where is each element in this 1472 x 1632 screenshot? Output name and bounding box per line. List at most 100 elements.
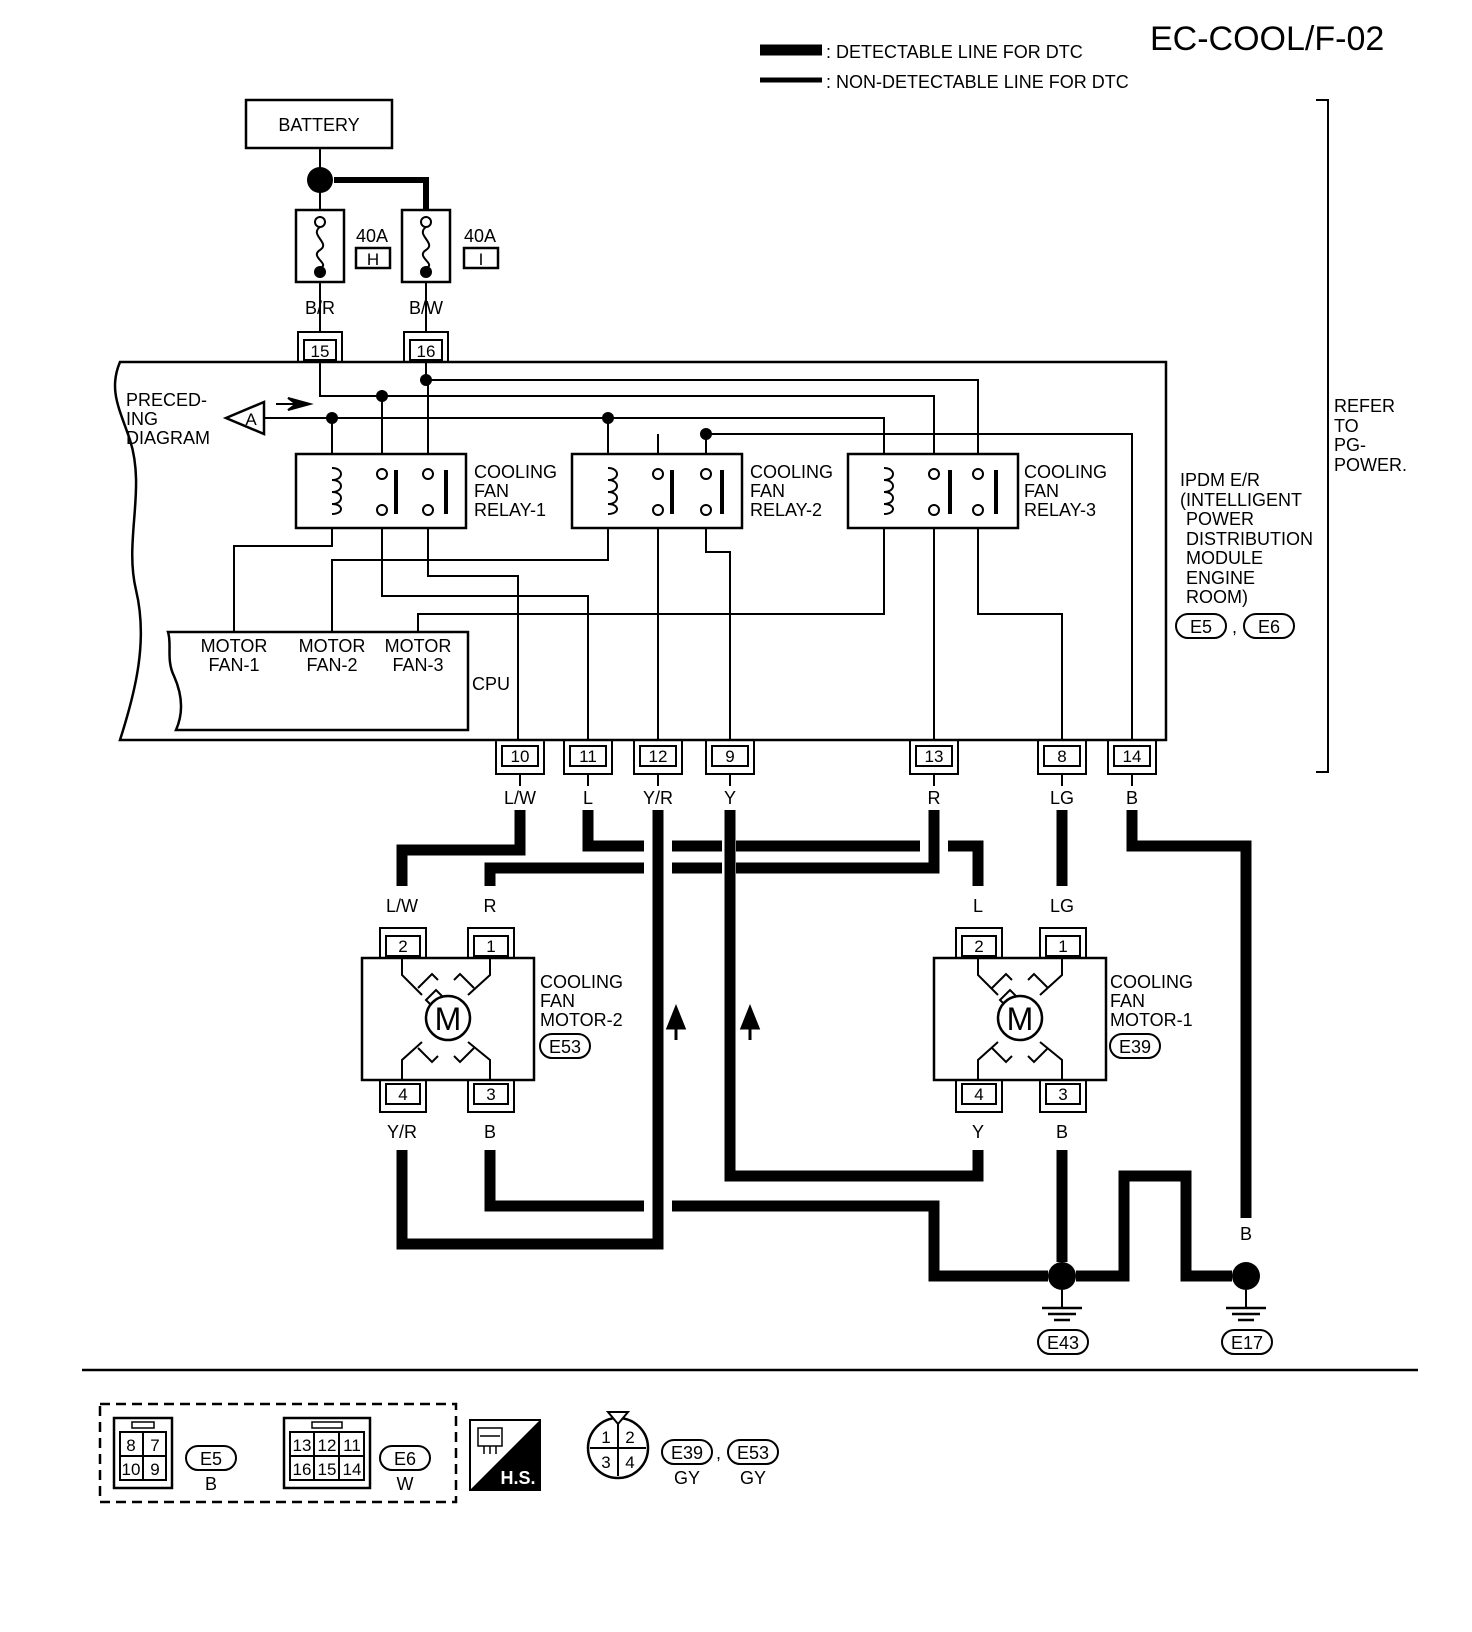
motor2-top-pin-shells [379,927,515,958]
motor2-symbol: M [435,1001,462,1037]
ground-wire-label: B [1056,1224,1068,1244]
terminal-13-num: 13 [925,747,944,766]
ipdm-connector-e5: E5 [1190,617,1212,637]
wire-label-t8: LG [1050,788,1074,808]
motor1-top-pin-shells [955,927,1087,958]
ground-wire-label: B [1240,1224,1252,1244]
fuse-i-amp: 40A [464,226,496,246]
motor2-fan-icon [401,958,491,1080]
ipdm-connector-sep: , [1232,617,1237,637]
relay-3-label-3: RELAY-3 [1024,500,1096,520]
ipdm-connector-e6: E6 [1258,617,1280,637]
motor-conn-pin: 2 [625,1428,634,1447]
battery-box [244,98,394,150]
motor2-pin2: 2 [398,937,407,956]
relay-2-label-3: RELAY-2 [750,500,822,520]
e5-color: B [205,1474,217,1494]
e39-id-badge [661,1439,713,1465]
fuse-i-letter: I [479,250,484,269]
preceding-line-1: PRECED- [126,390,207,410]
harness-wires [396,810,1252,1282]
e53-id-badge [727,1439,779,1465]
motor1-pin3-wire: B [1056,1122,1068,1142]
e6-pin: 13 [293,1436,312,1455]
arrow-up-icon [739,1003,761,1040]
motor1-pin2: 2 [974,937,983,956]
cpu-out-3-line-2: FAN-3 [392,655,443,675]
wire-label-t13: R [928,788,941,808]
motor-conn-pin: 4 [625,1453,634,1472]
cpu-out-3-line-1: MOTOR [385,636,452,656]
ipdm-line-4: DISTRIBUTION [1186,529,1313,549]
motor2-label-1: COOLING [540,972,623,992]
relay-1-label-2: FAN [474,481,509,501]
e5-pin: 9 [150,1460,159,1479]
motor1-fan-icon [977,958,1063,1080]
internal-wiring [233,362,1133,740]
terminal-12-num: 12 [649,747,668,766]
wire-label-br: B/R [305,298,335,318]
terminal-stubs [519,774,1133,786]
motor1-connector-badge [1109,1033,1161,1059]
ground-e17: E17 [1231,1333,1263,1353]
motor2-pin4-wire: Y/R [387,1122,417,1142]
ipdm-connector-e5-badge [1175,613,1227,639]
cpu-out-2-line-1: MOTOR [299,636,366,656]
motor1-connector: E39 [1119,1037,1151,1057]
e5-id: E5 [200,1449,222,1469]
relay-2-label-2: FAN [750,481,785,501]
e39-id: E39 [671,1443,703,1463]
relay-1-label-1: COOLING [474,462,557,482]
arrow-up-icon [665,1003,687,1040]
ipdm-connector-e6-badge [1243,613,1295,639]
refer-line-1: REFER [1334,396,1395,416]
terminal-15 [297,331,343,362]
relay-3-label-2: FAN [1024,481,1059,501]
ground-e17-icon [1221,1262,1273,1355]
legend-non-detectable-label: : NON-DETECTABLE LINE FOR DTC [826,72,1129,92]
motor1-pin4-wire: Y [972,1122,984,1142]
e6-id: E6 [394,1449,416,1469]
motor1-symbol: M [1007,1001,1034,1037]
ipdm-line-3: POWER [1186,509,1254,529]
cpu-label: CPU [472,674,510,694]
ground-wire-label: B [928,1224,940,1244]
preceding-line-3: DIAGRAM [126,428,210,448]
wire-label-t11: L [583,788,593,808]
motor-conn-pin: 3 [601,1453,610,1472]
refer-line-4: POWER. [1334,455,1407,475]
cooling-fan-relay-3 [846,452,1020,530]
terminal-10-num: 10 [511,747,530,766]
e53-color: GY [740,1468,766,1488]
ipdm-line-6: ENGINE [1186,568,1255,588]
motor1-bottom-pin-shells [955,1080,1087,1113]
relay-3-label-1: COOLING [1024,462,1107,482]
motor1-pin2-wire: L [973,896,983,916]
hs-badge-icon [469,1419,541,1491]
e5-connector-face [112,1416,174,1490]
motor1-pin1: 1 [1058,937,1067,956]
motor2-pin1: 1 [486,937,495,956]
e6-connector-face [282,1416,372,1490]
preceding-line-2: ING [126,409,158,429]
motor2-connector: E53 [549,1037,581,1057]
motor2-pin3: 3 [486,1085,495,1104]
cpu-out-2-line-2: FAN-2 [306,655,357,675]
motor2-bottom-pin-shells [379,1080,515,1113]
motor2-label-3: MOTOR-2 [540,1010,623,1030]
battery-junction [307,167,333,193]
battery-label: BATTERY [278,115,359,135]
hs-label: H.S. [500,1468,535,1488]
bus-junctions [326,374,712,440]
wire-label-t14: B [1126,788,1138,808]
e53-id: E53 [737,1443,769,1463]
fuse-i [400,208,452,284]
motor1-label-1: COOLING [1110,972,1193,992]
terminal-15-num: 15 [311,342,330,361]
wire-label-t9: Y [724,788,736,808]
cpu-out-1-line-2: FAN-1 [208,655,259,675]
ipdm-line-2: (INTELLIGENT [1180,490,1302,510]
preceding-arrow-icon [276,397,314,411]
e5-pin: 8 [126,1436,135,1455]
